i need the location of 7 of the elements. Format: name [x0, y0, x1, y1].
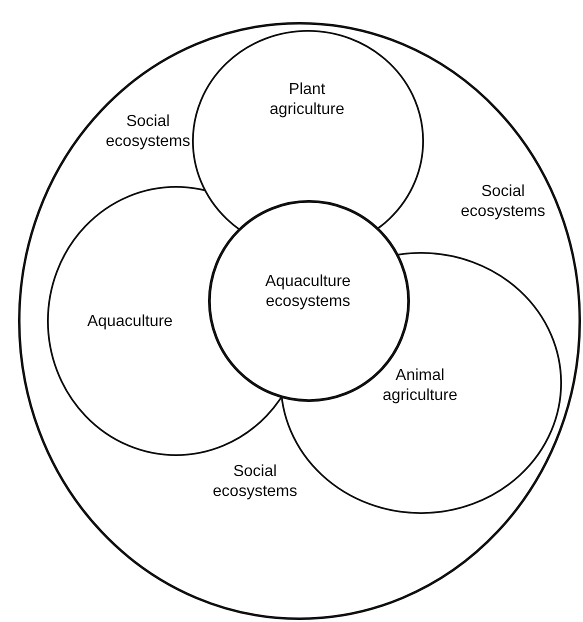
- region-label: Plant agriculture: [268, 80, 346, 120]
- region-label: Aquaculture ecosystems: [264, 272, 352, 312]
- region-label: Aquaculture: [86, 312, 174, 332]
- region-label: Social ecosystems: [104, 112, 192, 152]
- region-label: Social ecosystems: [460, 182, 546, 222]
- region-label: Animal agriculture: [382, 366, 458, 406]
- region-label: Social ecosystems: [212, 462, 298, 502]
